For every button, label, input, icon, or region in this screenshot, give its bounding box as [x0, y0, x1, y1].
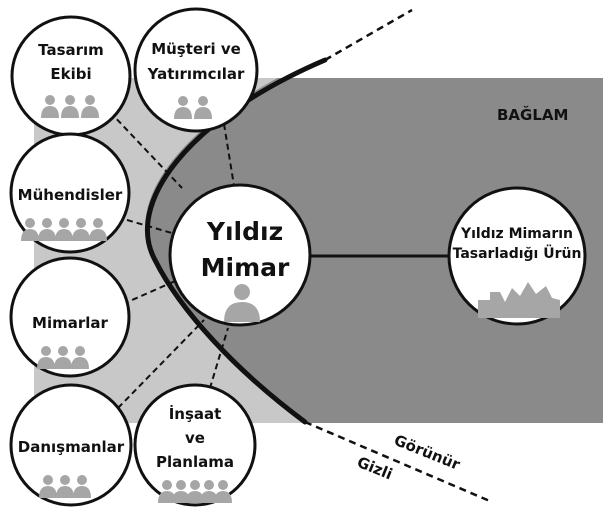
product-line1: Yıldız Mimarın — [460, 226, 573, 242]
connector-architects — [122, 277, 183, 305]
group-label-line: ve — [185, 429, 205, 447]
context-label: BAĞLAM — [497, 105, 568, 124]
group-label-line: İnşaat — [169, 404, 222, 423]
visible-label: Görünür — [392, 431, 464, 474]
group-label-line: Danışmanlar — [18, 438, 125, 456]
people-icon — [158, 480, 232, 503]
group-construction-planning: İnşaat ve Planlama — [133, 383, 257, 507]
star-architect-node: Yıldız Mimar — [168, 183, 312, 327]
group-clients-investors: Müşteri ve Yatırımcılar — [133, 7, 259, 133]
boundary-extension-top — [324, 8, 413, 62]
people-icon — [41, 95, 99, 118]
connector-design-team — [109, 111, 183, 189]
group-label-line: Ekibi — [50, 65, 91, 83]
group-label-line: Müşteri ve — [151, 40, 241, 58]
group-label-line: Mühendisler — [18, 186, 123, 204]
star-architect-line1: Yıldız — [206, 217, 283, 246]
boundary-extension-bottom — [304, 420, 493, 504]
connector-consultants — [117, 319, 205, 409]
hidden-label: Gizli — [355, 453, 396, 483]
group-design-team: Tasarım Ekibi — [10, 15, 132, 137]
group-engineers: Mühendisler — [9, 132, 131, 254]
group-architects: Mimarlar — [9, 256, 131, 378]
group-label-line: Yatırımcılar — [147, 65, 245, 83]
group-label-line: Mimarlar — [32, 314, 108, 332]
building-icon — [478, 282, 560, 318]
group-consultants: Danışmanlar — [9, 383, 133, 507]
star-architect-line2: Mimar — [201, 253, 290, 282]
group-label-line: Tasarım — [38, 41, 104, 59]
product-line2: Tasarladığı Ürün — [453, 244, 582, 262]
people-icon — [39, 475, 91, 498]
people-icon — [37, 346, 89, 369]
product-node: Yıldız Mimarın Tasarladığı Ürün — [447, 186, 587, 326]
group-label-line: Planlama — [156, 453, 234, 471]
person-icon — [224, 284, 260, 322]
context-dark-region — [145, 78, 603, 423]
